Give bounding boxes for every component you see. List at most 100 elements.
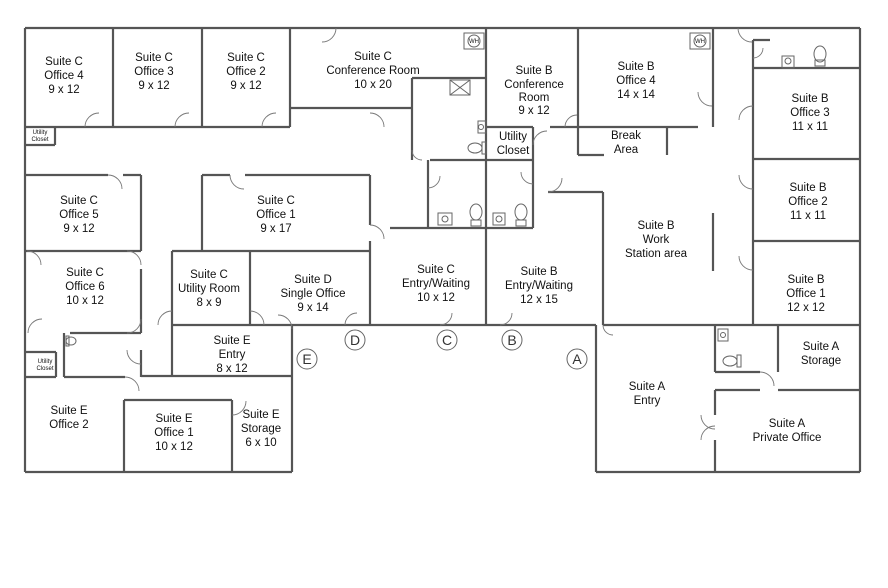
svg-text:Suite C: Suite C <box>45 56 83 68</box>
room-suite-a-storage: Suite A Storage <box>801 341 841 367</box>
room-suite-c-office2: Suite C Office 2 9 x 12 <box>226 52 265 92</box>
svg-text:9 x 12: 9 x 12 <box>138 80 169 92</box>
room-suite-b-office4: Suite B Office 4 14 x 14 <box>616 61 656 101</box>
room-suite-c-office4: Suite C Office 4 9 x 12 <box>44 56 84 96</box>
toilet-icon <box>722 354 742 368</box>
svg-text:Office 2: Office 2 <box>226 66 265 78</box>
svg-text:Entry: Entry <box>634 395 661 407</box>
room-suite-e-entry: Suite E Entry 8 x 12 <box>213 335 250 375</box>
entrance-marker-b: B <box>501 329 523 351</box>
svg-text:9 x 12: 9 x 12 <box>63 223 94 235</box>
svg-text:Suite A: Suite A <box>769 418 806 430</box>
svg-text:Suite C: Suite C <box>66 267 104 279</box>
water-heater-icon: WH <box>463 32 485 50</box>
svg-text:Office 3: Office 3 <box>134 66 173 78</box>
svg-text:Closet: Closet <box>497 145 530 157</box>
svg-text:Single Office: Single Office <box>281 288 346 300</box>
svg-text:9 x 17: 9 x 17 <box>260 223 291 235</box>
sink-icon <box>477 120 487 134</box>
room-suite-c-conference: Suite C Conference Room 10 x 20 <box>326 51 419 91</box>
svg-text:8 x 12: 8 x 12 <box>216 363 247 375</box>
entrance-marker-a: A <box>566 348 588 370</box>
svg-text:Office 1: Office 1 <box>256 209 295 221</box>
room-suite-b-office2: Suite B Office 2 11 x 11 <box>788 182 827 222</box>
svg-text:Suite E: Suite E <box>242 409 279 421</box>
svg-text:10 x 12: 10 x 12 <box>155 441 193 453</box>
svg-text:Entry/Waiting: Entry/Waiting <box>505 280 573 292</box>
svg-text:Office 4: Office 4 <box>44 70 84 82</box>
toilet-icon <box>469 203 483 227</box>
room-suite-c-utility: Suite C Utility Room 8 x 9 <box>178 269 240 309</box>
room-suite-b-conference: Suite B Conference Room 9 x 12 <box>504 65 563 117</box>
svg-text:Utility: Utility <box>33 130 48 136</box>
svg-text:Suite C: Suite C <box>60 195 98 207</box>
svg-text:E: E <box>302 351 311 367</box>
svg-text:Suite B: Suite B <box>515 65 552 77</box>
shower-icon <box>449 79 471 96</box>
svg-text:9 x 12: 9 x 12 <box>48 84 79 96</box>
svg-text:Suite C: Suite C <box>257 195 295 207</box>
svg-text:Suite C: Suite C <box>417 264 455 276</box>
svg-text:Closet: Closet <box>36 366 53 372</box>
svg-text:Office 2: Office 2 <box>788 196 827 208</box>
svg-text:Office 3: Office 3 <box>790 107 829 119</box>
outer-walls <box>23 26 862 474</box>
room-utility-closet-b: Utility Closet <box>497 131 530 157</box>
svg-text:Suite B: Suite B <box>787 274 824 286</box>
svg-text:9 x 14: 9 x 14 <box>297 302 329 314</box>
door-swings <box>26 27 775 441</box>
svg-text:Storage: Storage <box>801 355 841 367</box>
toilet-icon <box>813 45 827 67</box>
svg-text:12 x 12: 12 x 12 <box>787 302 825 314</box>
interior-walls <box>25 28 860 472</box>
room-suite-e-office2: Suite E Office 2 <box>49 405 88 431</box>
sink-icon <box>492 212 506 226</box>
svg-text:9 x 12: 9 x 12 <box>518 105 549 117</box>
svg-text:9 x 12: 9 x 12 <box>230 80 261 92</box>
svg-text:Room: Room <box>519 92 550 104</box>
svg-text:11 x 11: 11 x 11 <box>792 121 828 133</box>
svg-text:D: D <box>350 332 360 348</box>
svg-text:Suite E: Suite E <box>50 405 87 417</box>
toilet-icon <box>514 203 528 227</box>
svg-text:Suite B: Suite B <box>520 266 557 278</box>
sink-icon <box>717 328 729 342</box>
room-suite-c-office5: Suite C Office 5 9 x 12 <box>59 195 98 235</box>
utility-closet-sw-label: Utility Closet <box>36 359 53 372</box>
room-break-area: Break Area <box>611 130 641 156</box>
room-suite-b-office3: Suite B Office 3 11 x 11 <box>790 93 829 133</box>
svg-text:Suite C: Suite C <box>227 52 265 64</box>
room-suite-c-office6: Suite C Office 6 10 x 12 <box>65 267 104 307</box>
svg-text:11 x 11: 11 x 11 <box>790 210 826 222</box>
svg-text:Office 6: Office 6 <box>65 281 104 293</box>
entrance-marker-c: C <box>436 329 458 351</box>
svg-text:C: C <box>442 332 452 348</box>
svg-text:Suite C: Suite C <box>190 269 228 281</box>
svg-text:Private Office: Private Office <box>753 432 822 444</box>
svg-text:8 x 9: 8 x 9 <box>197 297 222 309</box>
utility-closet-nw-label: Utility Closet <box>31 130 48 143</box>
room-suite-a-entry: Suite A Entry <box>629 381 666 407</box>
svg-text:Suite B: Suite B <box>789 182 826 194</box>
svg-text:A: A <box>572 351 582 367</box>
toilet-icon <box>65 335 77 347</box>
sink-icon <box>437 212 453 226</box>
svg-text:Closet: Closet <box>31 137 48 143</box>
svg-text:B: B <box>507 332 516 348</box>
room-suite-c-office3: Suite C Office 3 9 x 12 <box>134 52 173 92</box>
svg-text:Office 2: Office 2 <box>49 419 88 431</box>
svg-text:Conference: Conference <box>504 79 563 91</box>
svg-text:Station area: Station area <box>625 248 688 260</box>
svg-text:Conference Room: Conference Room <box>326 65 419 77</box>
water-heater-icon: WH <box>689 32 711 50</box>
svg-text:Office 4: Office 4 <box>616 75 656 87</box>
fixtures: WH WH <box>65 32 827 368</box>
svg-text:12 x 15: 12 x 15 <box>520 294 558 306</box>
svg-text:Suite E: Suite E <box>213 335 250 347</box>
room-suite-b-entry: Suite B Entry/Waiting 12 x 15 <box>505 266 573 306</box>
svg-text:Suite C: Suite C <box>135 52 173 64</box>
svg-text:6 x 10: 6 x 10 <box>245 437 276 449</box>
svg-text:Suite B: Suite B <box>791 93 828 105</box>
room-suite-c-office1: Suite C Office 1 9 x 17 <box>256 195 295 235</box>
